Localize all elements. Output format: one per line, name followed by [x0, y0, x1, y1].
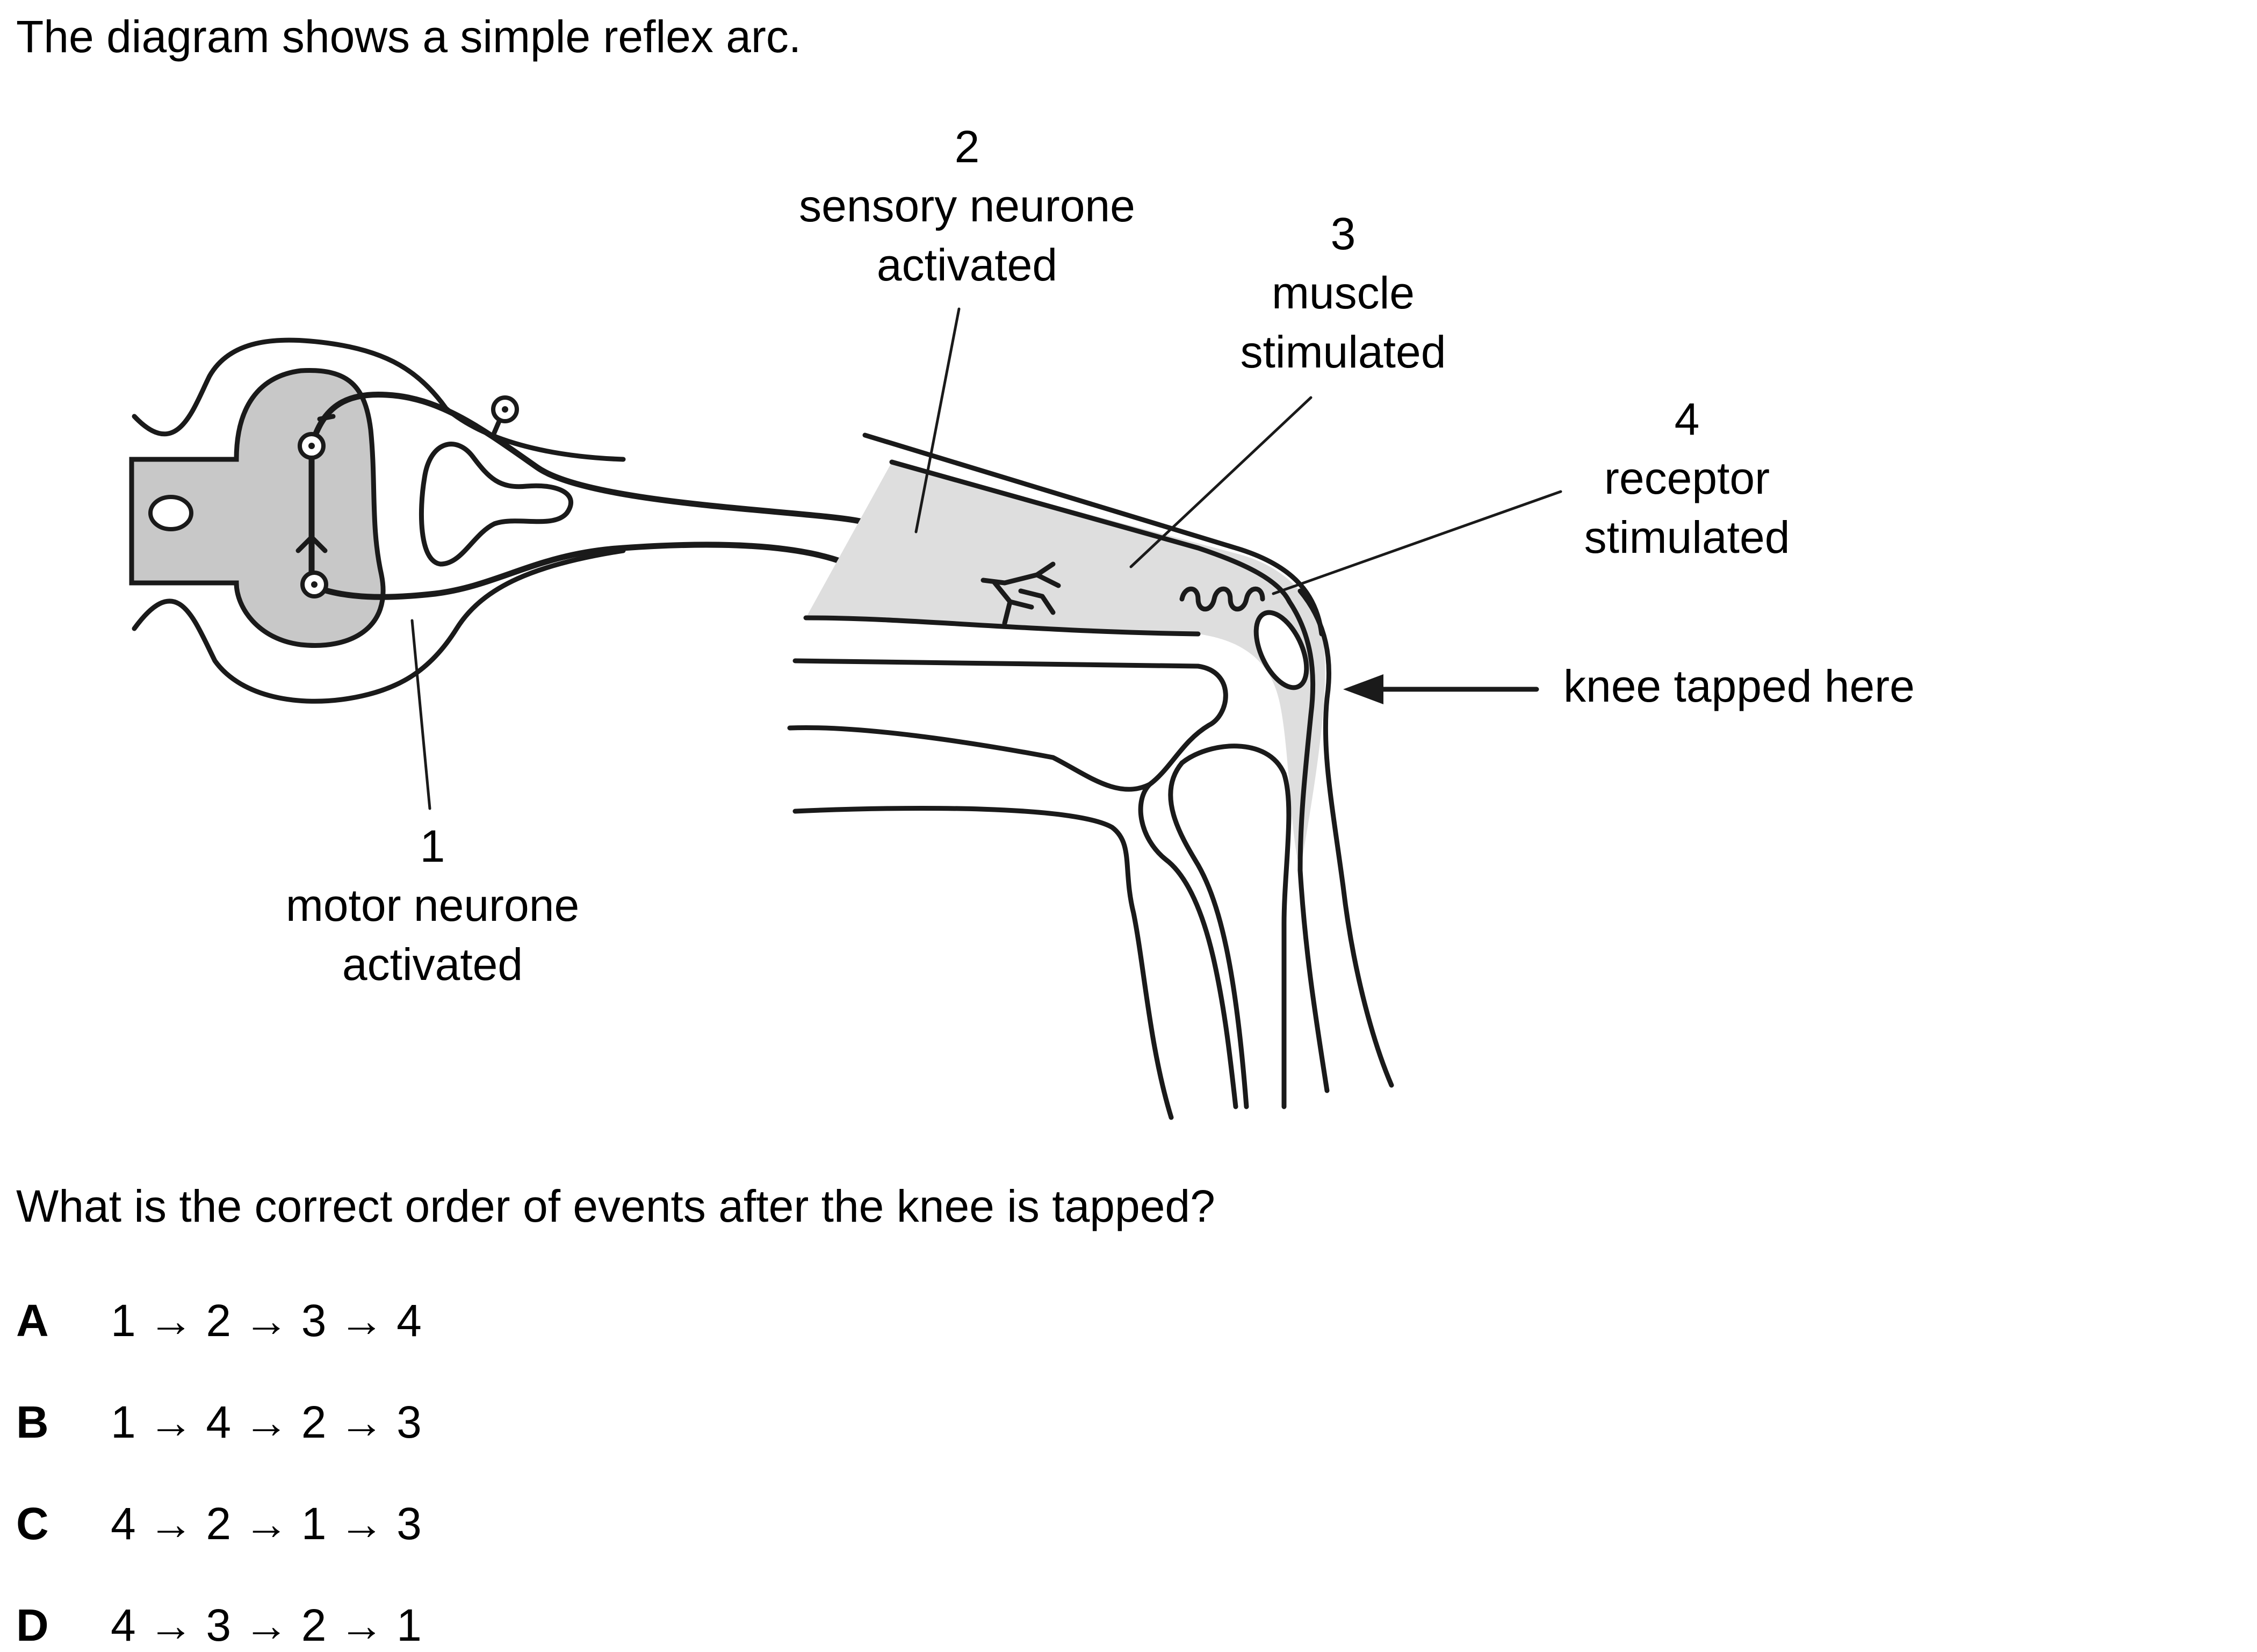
dorsal-root-region	[419, 442, 573, 567]
lower-leg-front	[1297, 588, 1394, 1088]
label-muscle: 3 muscle stimulated	[1198, 204, 1488, 381]
label-4-number: 4	[1674, 394, 1700, 444]
motor-end-plate	[980, 561, 1061, 626]
label-sensory-neurone: 2 sensory neurone activated	[774, 117, 1160, 294]
label-1-number: 1	[420, 821, 445, 871]
option-d-sequence: 4 → 3 → 2 → 1	[111, 1600, 422, 1650]
fibula-bone	[1179, 744, 1292, 1109]
option-a-letter: A	[16, 1295, 49, 1346]
label-2-number: 2	[954, 121, 980, 172]
quadriceps-muscle	[806, 462, 1325, 870]
question-text: What is the correct order of events afte…	[16, 1181, 1215, 1231]
label-receptor: 4 receptor stimulated	[1547, 389, 1827, 567]
label-knee-tapped: knee tapped here	[1563, 661, 1915, 711]
label-2-line1: sensory neurone	[799, 181, 1135, 231]
option-b-letter: B	[16, 1397, 49, 1447]
leader-line-4	[1272, 490, 1562, 595]
tibia-bone	[1168, 760, 1249, 1109]
option-d-letter: D	[16, 1600, 49, 1650]
leader-line-3	[1129, 396, 1313, 568]
thigh-lower-edge	[803, 615, 1201, 637]
label-4-line2: stimulated	[1584, 512, 1790, 562]
label-2-line2: activated	[876, 240, 1058, 290]
label-1-line2: activated	[342, 939, 523, 990]
spinal-cord-outline-top	[132, 337, 626, 462]
label-4-line1: receptor	[1604, 453, 1770, 503]
tap-arrow-head	[1343, 674, 1383, 704]
femur-bone	[787, 658, 1228, 792]
option-c-letter: C	[16, 1498, 49, 1549]
central-canal	[148, 495, 193, 531]
label-motor-neurone: 1 motor neurone activated	[253, 817, 612, 994]
leader-line-1	[410, 619, 431, 810]
connection-arrow-top	[317, 414, 336, 422]
cell-body-sensory-dot	[502, 406, 508, 413]
label-1-line1: motor neurone	[285, 880, 580, 930]
ganglion-link	[491, 417, 502, 438]
patella	[1253, 610, 1309, 690]
cell-body-motor-dot	[311, 581, 318, 588]
shin-bone	[792, 805, 1174, 1120]
option-c-sequence: 4 → 2 → 1 → 3	[111, 1498, 422, 1549]
option-b-sequence: 1 → 4 → 2 → 3	[111, 1397, 422, 1447]
connection-arrow-up	[295, 535, 328, 553]
receptor-coil	[1179, 586, 1265, 612]
option-a-sequence: 1 → 2 → 3 → 4	[111, 1295, 422, 1346]
thigh-upper-edge-inner	[889, 459, 1292, 604]
label-3-number: 3	[1330, 208, 1356, 259]
fibula-head	[1138, 782, 1238, 1109]
lower-leg-front-inner	[1287, 599, 1330, 1093]
question-stem: The diagram shows a simple reflex arc.	[16, 11, 802, 62]
label-3-line1: muscle	[1271, 268, 1415, 318]
spinal-cord-outline-bottom	[132, 548, 626, 704]
label-3-line2: stimulated	[1240, 327, 1446, 377]
leader-line-2	[914, 307, 961, 533]
cell-body-relay-dot	[308, 443, 315, 449]
